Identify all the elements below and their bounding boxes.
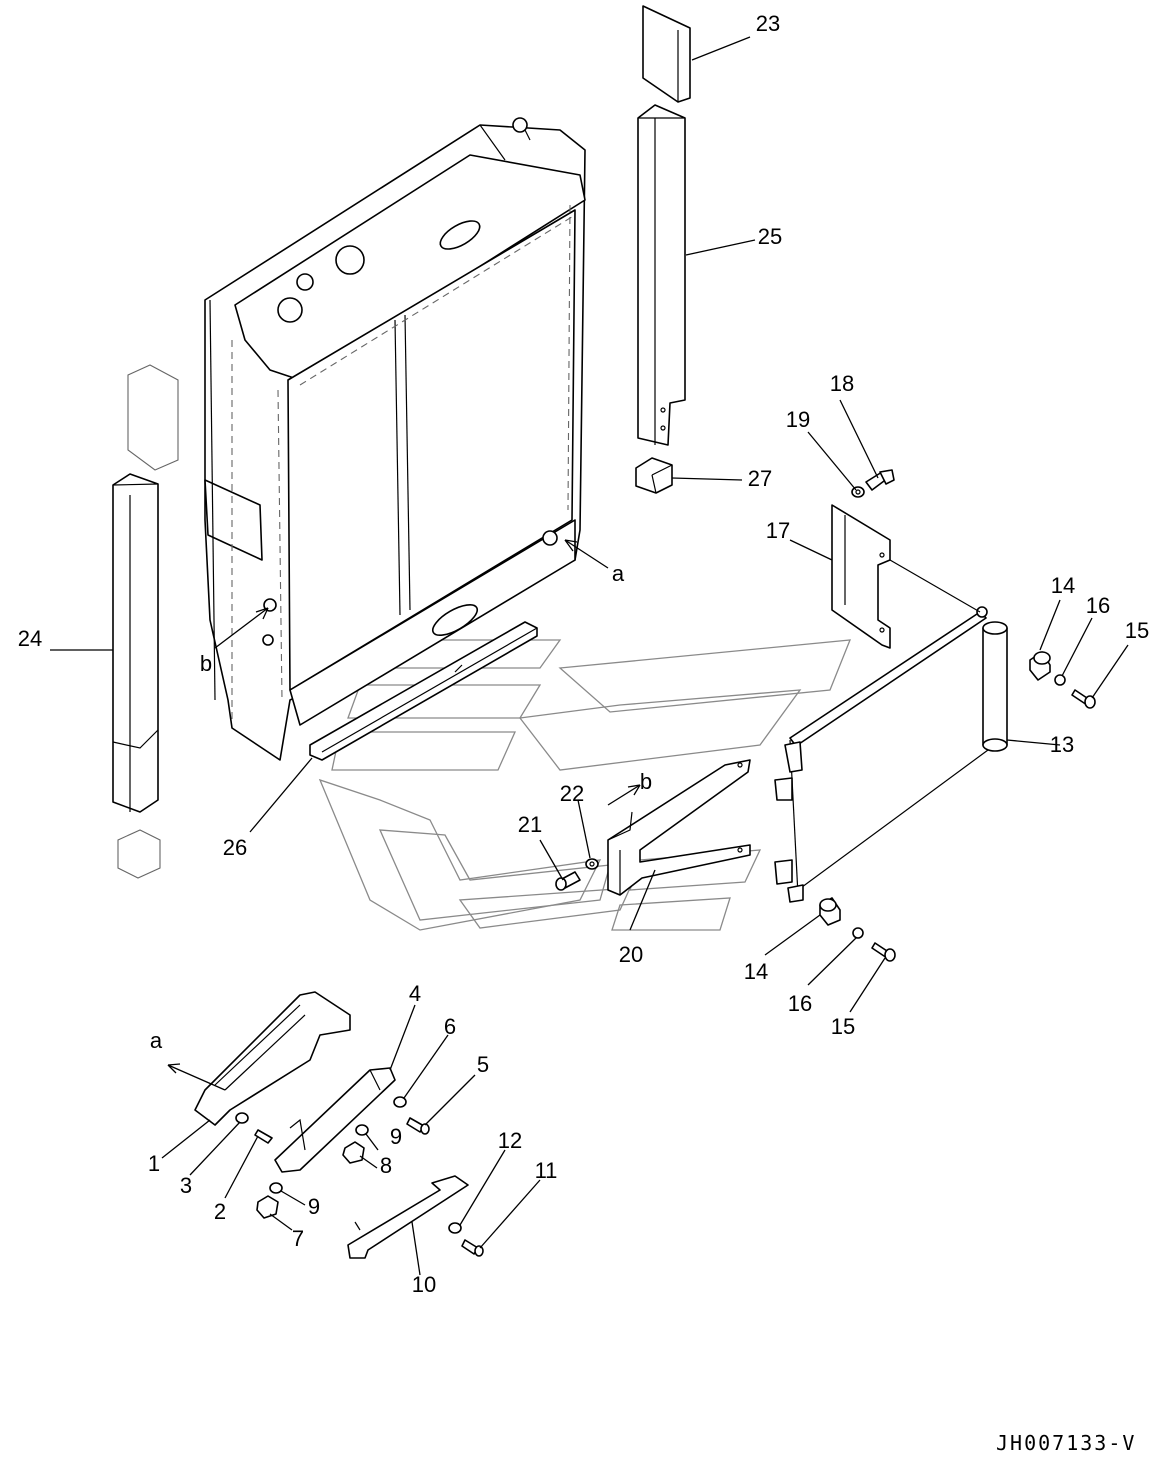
part-14-upper [1029,651,1051,681]
part-22-washer [585,858,599,870]
radiator-assembly [204,117,586,761]
reference-arrows [167,539,641,1091]
callout-a-radiator: a [612,561,625,586]
callout-labels: 23 25 18 19 27 17 a 14 16 15 24 b 13 b 2… [18,11,1149,1455]
part-12-washer [448,1222,462,1234]
callout-16-upper: 16 [1086,593,1110,618]
callout-27: 27 [748,466,772,491]
callout-1: 1 [148,1151,160,1176]
part-8-nut [342,1141,365,1164]
callout-15-lower: 15 [831,1014,855,1039]
callout-19: 19 [786,407,810,432]
callout-23: 23 [756,11,780,36]
part-27 [635,457,673,494]
part-19-washer [851,486,865,498]
callout-6: 6 [444,1014,456,1039]
callout-26: 26 [223,835,247,860]
callout-16-lower: 16 [788,991,812,1016]
part-20 [607,759,751,896]
part-10 [347,1175,469,1259]
part-17 [831,504,891,649]
part-16-upper [1054,674,1066,686]
callout-17: 17 [766,518,790,543]
callout-15-upper: 15 [1125,618,1149,643]
callout-9-lower: 9 [308,1194,320,1219]
callout-9-upper: 9 [390,1124,402,1149]
callout-14-upper: 14 [1051,573,1075,598]
callout-18: 18 [830,371,854,396]
callout-5: 5 [477,1052,489,1077]
part-7-nut [256,1195,279,1219]
watermark-logo [318,639,851,931]
part-13 [774,559,1008,903]
part-9-washer-upper [355,1124,369,1136]
callout-11: 11 [535,1158,558,1183]
part-14-lower [819,897,841,926]
callout-2: 2 [214,1199,226,1224]
part-15-upper [1071,689,1096,709]
part-26 [309,621,538,761]
part-24 [112,364,179,879]
part-25 [637,104,686,446]
part-15-lower [871,942,896,962]
part-4 [274,1067,396,1173]
callout-25: 25 [758,224,782,249]
callout-22: 22 [560,781,584,806]
callout-13: 13 [1050,732,1074,757]
callout-14-lower: 14 [744,959,768,984]
part-3-washer [235,1112,249,1124]
callout-b-bracket: b [640,769,652,794]
callout-21: 21 [518,812,542,837]
callout-10: 10 [412,1272,436,1297]
document-id: JH007133-V [996,1431,1136,1455]
part-18-bolt [865,469,895,491]
callout-24: 24 [18,626,42,651]
part-1 [194,991,351,1126]
callout-8: 8 [380,1153,392,1178]
callout-3: 3 [180,1173,192,1198]
part-6-washer [393,1096,407,1108]
part-11-bolt [461,1239,484,1257]
part-2-bolt [254,1129,273,1144]
callout-20: 20 [619,942,643,967]
part-9-washer-lower [269,1182,283,1194]
part-16-lower [852,927,864,939]
part-5-bolt [406,1117,430,1135]
callout-b-radiator: b [200,651,212,676]
callout-4: 4 [409,981,421,1006]
leader-lines [50,36,1129,1276]
part-23 [642,5,691,103]
callout-a-bracket: a [150,1028,163,1053]
callout-7: 7 [292,1226,304,1251]
part-21-bolt [555,871,581,891]
callout-12: 12 [498,1128,522,1153]
